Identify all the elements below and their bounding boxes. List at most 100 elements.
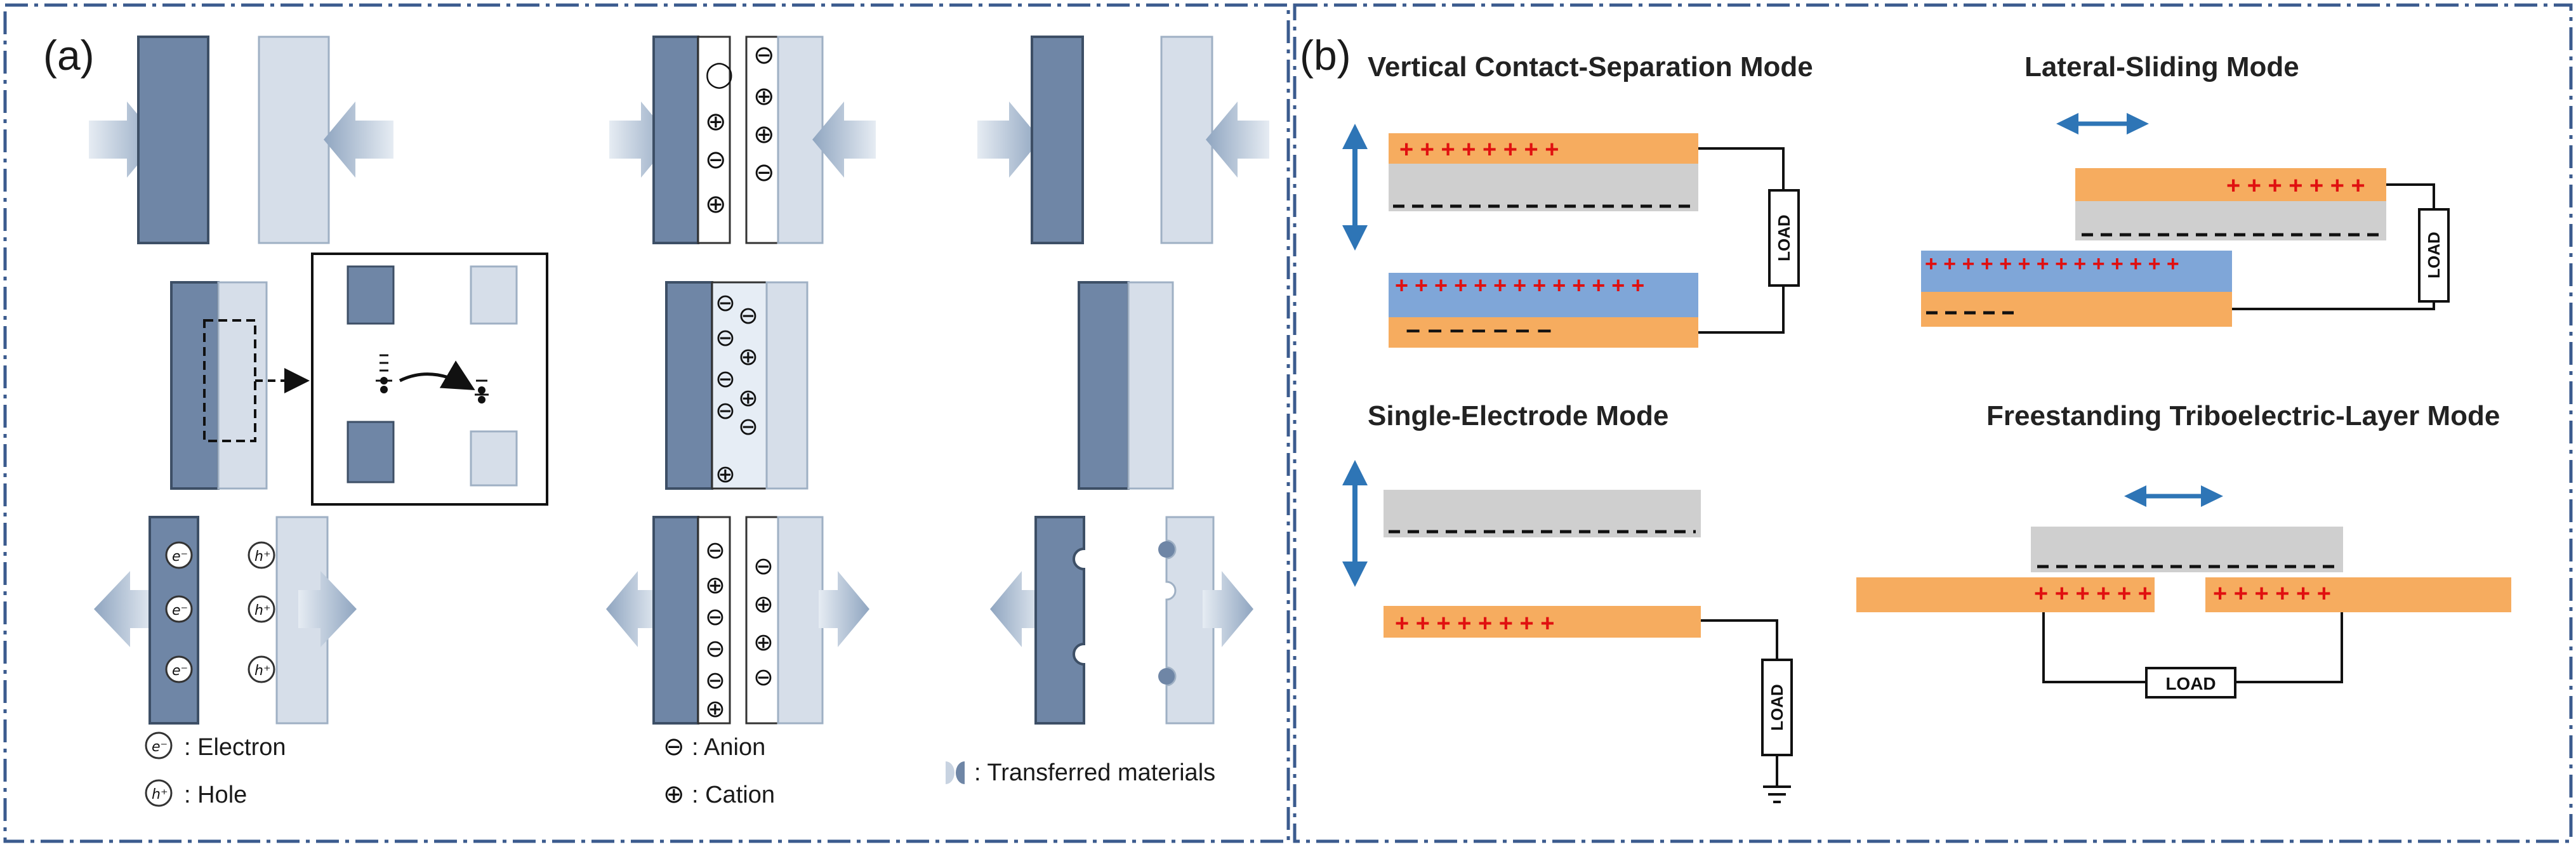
light-plate-transferred <box>1165 516 1215 725</box>
mode-title: Lateral-Sliding Mode <box>2024 51 2299 82</box>
svg-text:⊖: ⊖ <box>705 666 725 694</box>
charge-negative: − − − − − − − <box>1406 317 1552 345</box>
load-box <box>1768 189 1800 287</box>
inset-dark-plate-bottom <box>347 421 395 483</box>
charge-positive: + + + + + + + <box>2226 173 2365 199</box>
ion-layer <box>697 36 731 244</box>
svg-text:e⁻: e⁻ <box>172 663 188 679</box>
svg-text:: Transferred materials: : Transferred materials <box>974 759 1215 786</box>
svg-text:⊕: ⊕ <box>738 343 758 371</box>
svg-text:⊖: ⊖ <box>715 324 736 351</box>
mode-title: Freestanding Triboelectric-Layer Mode <box>1986 400 2500 431</box>
svg-text:e⁻: e⁻ <box>152 739 168 755</box>
dark-plate <box>1031 36 1084 244</box>
panel-a-label: (a) <box>43 32 95 79</box>
load-label: LOAD <box>2165 674 2216 693</box>
dark-plate <box>170 281 220 490</box>
dark-plate <box>137 36 209 244</box>
panel-a-frame <box>3 3 1290 843</box>
svg-text:: Anion: : Anion <box>692 734 765 761</box>
load-box <box>1761 659 1793 756</box>
svg-text:⊖: ⊖ <box>753 158 775 187</box>
arrow-pull-left-icon <box>94 571 155 647</box>
panel-b-frame <box>1293 3 2573 843</box>
light-plate <box>217 281 268 490</box>
orange-layer <box>2075 168 2386 201</box>
charge-positive: + + + + + + <box>2034 581 2152 607</box>
mode-title: Single-Electrode Mode <box>1368 400 1668 431</box>
svg-text:⊕: ⊕ <box>753 628 774 656</box>
svg-text:⊕: ⊕ <box>753 120 775 149</box>
blue-layer <box>1389 273 1698 317</box>
orange-layer <box>1921 292 2232 327</box>
svg-text:⊖: ⊖ <box>738 301 758 329</box>
charge-positive: + + + + + + <box>2213 581 2331 607</box>
svg-text:h⁺: h⁺ <box>254 549 271 565</box>
half-moon-light-icon <box>946 761 954 784</box>
arrow-push-right-icon <box>977 102 1041 178</box>
zoom-region <box>203 319 256 442</box>
wire <box>2232 301 2435 310</box>
light-plate <box>765 281 809 490</box>
inset-dark-plate-top <box>347 265 395 325</box>
orange-layer <box>1384 606 1701 638</box>
svg-text:⊖: ⊖ <box>663 732 685 761</box>
arrow-pull-right-icon <box>819 571 869 647</box>
svg-text:⊕: ⊕ <box>715 460 736 488</box>
ions-row-3: ⊖⊕⊖⊖⊖⊕ ⊖⊕⊕⊖ <box>705 536 774 723</box>
electron-charges: e⁻ e⁻ e⁻ h⁺ h⁺ h⁺ <box>165 541 275 683</box>
svg-text:⊕: ⊕ <box>705 571 725 599</box>
charge-positive: + + + + + + + + <box>1395 610 1554 637</box>
half-moon-dark-icon <box>956 761 965 784</box>
svg-text:e⁻: e⁻ <box>172 603 188 619</box>
electron-dot <box>478 396 485 404</box>
transfer-arrow-icon <box>399 360 475 391</box>
wire <box>2386 183 2435 209</box>
light-plate <box>1160 36 1213 244</box>
dark-plate-transferred <box>1034 516 1085 725</box>
legend-anion: ⊖ : Anion <box>663 732 765 761</box>
column-electron-transfer: e⁻ e⁻ e⁻ h⁺ h⁺ h⁺ e⁻ : Electron h⁺ : Hol… <box>89 36 548 808</box>
gray-layer <box>1384 490 1701 537</box>
gray-layer <box>1389 164 1698 211</box>
legend-hole: h⁺ : Hole <box>145 779 247 808</box>
wire <box>2042 612 2146 683</box>
svg-text:⊖: ⊖ <box>715 365 736 393</box>
svg-text:◯: ◯ <box>705 60 734 89</box>
inset-light-plate-bottom <box>470 430 518 487</box>
svg-text:: Hole: : Hole <box>184 782 247 808</box>
svg-text:: Cation: : Cation <box>692 782 775 808</box>
column-material-transfer: : Transferred materials <box>946 36 1269 786</box>
svg-text:e⁻: e⁻ <box>172 549 188 565</box>
svg-text:h⁺: h⁺ <box>254 663 271 679</box>
mode-freestanding: Freestanding Triboelectric-Layer Mode + … <box>1856 400 2511 699</box>
mode-title: Vertical Contact-Separation Mode <box>1368 51 1813 82</box>
arrow-push-left-icon <box>324 102 393 178</box>
transferred-bump <box>1158 541 1175 558</box>
load-box <box>2145 667 2236 699</box>
wire <box>2235 612 2343 683</box>
svg-text:⊖: ⊖ <box>753 552 774 580</box>
svg-text:⊖: ⊖ <box>715 289 736 317</box>
legend-transferred: : Transferred materials <box>946 759 1215 786</box>
load-label: LOAD <box>1774 214 1793 261</box>
svg-text:⊖: ⊖ <box>705 634 725 662</box>
charge-positive: + + + + + + + + <box>1399 136 1559 163</box>
ground-icon <box>1763 785 1791 803</box>
dark-plate <box>652 516 699 725</box>
svg-text:⊕: ⊕ <box>705 695 725 723</box>
light-plate <box>777 516 824 725</box>
svg-text:⊕: ⊕ <box>738 384 758 412</box>
arrow-push-left-icon <box>812 102 876 178</box>
svg-text:: Electron: : Electron <box>184 734 286 761</box>
svg-text:⊖: ⊖ <box>753 663 774 691</box>
transferred-bump <box>1158 668 1175 685</box>
svg-text:⊕: ⊕ <box>705 107 727 136</box>
arrow-pull-left-icon <box>990 571 1044 647</box>
light-plate <box>258 36 330 244</box>
gray-layer <box>2031 527 2343 572</box>
svg-text:⊖: ⊖ <box>738 412 758 440</box>
load-label: LOAD <box>2424 232 2443 279</box>
orange-layer <box>1389 317 1698 348</box>
mode-vertical-contact-separation: Vertical Contact-Separation Mode + + + +… <box>1342 51 1813 348</box>
